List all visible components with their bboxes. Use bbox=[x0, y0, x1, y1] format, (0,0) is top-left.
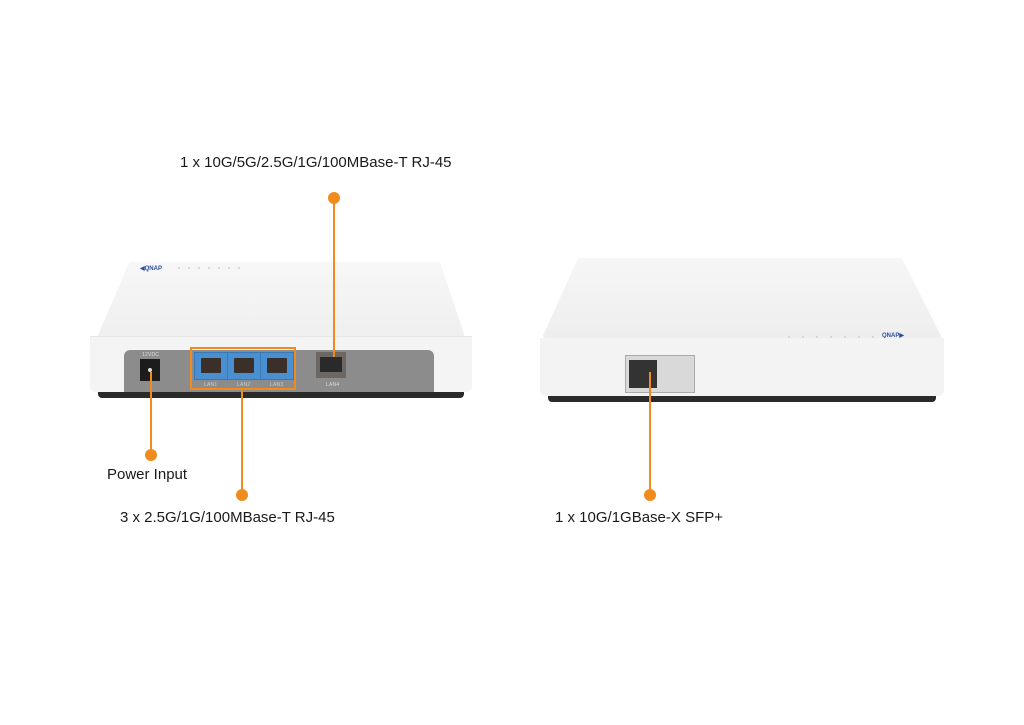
sfp-cage bbox=[625, 355, 695, 393]
lan2-port bbox=[227, 352, 261, 380]
callout-line-sfp bbox=[649, 372, 651, 494]
device-front-face bbox=[540, 338, 944, 396]
callout-line-top-port bbox=[333, 197, 335, 357]
callout-dot-lan-group bbox=[236, 489, 248, 501]
callout-line-lan-group bbox=[241, 390, 243, 494]
callout-line-power bbox=[150, 372, 152, 454]
callout-dot-power bbox=[145, 449, 157, 461]
power-rating-label: 12VDC bbox=[142, 352, 160, 358]
callout-dot-sfp bbox=[644, 489, 656, 501]
lan1-label: LAN1 bbox=[204, 382, 218, 388]
device-rear-view: ◀QNAP 12VDC LAN1 LAN2 LAN3 LAN4 bbox=[90, 260, 472, 400]
device-top-face bbox=[542, 258, 942, 338]
device-base-shadow bbox=[98, 392, 464, 398]
device-base-shadow bbox=[548, 396, 936, 402]
device-front-view: QNAP▶ bbox=[540, 258, 944, 406]
lan2-label: LAN2 bbox=[237, 382, 251, 388]
callout-label-power: Power Input bbox=[107, 466, 188, 483]
logo: ◀QNAP bbox=[140, 266, 162, 272]
lan3-label: LAN3 bbox=[270, 382, 284, 388]
callout-label-top-port: 1 x 10G/5G/2.5G/1G/100MBase-T RJ-45 bbox=[180, 154, 452, 171]
callout-dot-top-port bbox=[328, 192, 340, 204]
lan4-port bbox=[316, 352, 346, 378]
callout-label-sfp: 1 x 10G/1GBase-X SFP+ bbox=[555, 509, 723, 526]
callout-label-lan-group: 3 x 2.5G/1G/100MBase-T RJ-45 bbox=[120, 509, 335, 526]
lan3-port bbox=[260, 352, 294, 380]
device-top-face bbox=[96, 262, 466, 340]
lan4-label: LAN4 bbox=[326, 382, 340, 388]
logo: QNAP▶ bbox=[882, 333, 904, 339]
lan-group-highlight bbox=[190, 347, 296, 390]
